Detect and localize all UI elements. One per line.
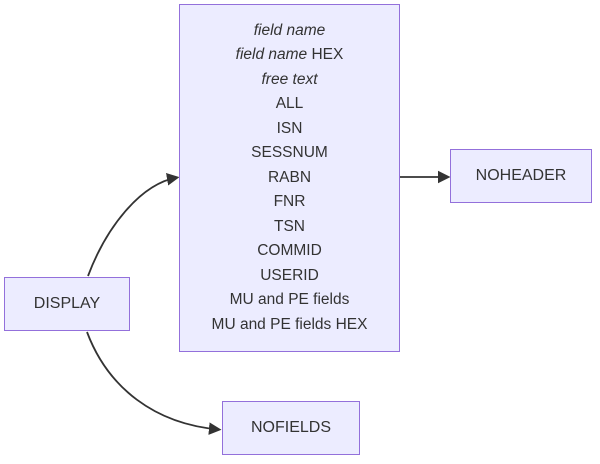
option-all: ALL — [275, 95, 304, 113]
option-mu-pe-fields-hex: MU and PE fields HEX — [211, 315, 368, 333]
option-field-name-hex: field name HEX — [235, 46, 344, 64]
node-nofields: NOFIELDS — [222, 401, 360, 455]
option-commid: COMMID — [257, 242, 322, 260]
option-isn: ISN — [276, 119, 303, 137]
option-free-text: free text — [261, 70, 318, 88]
option-sessnum: SESSNUM — [251, 144, 328, 162]
node-noheader-label: NOHEADER — [475, 167, 567, 184]
edge-display-to-options — [87, 173, 180, 277]
node-display: DISPLAY — [4, 277, 130, 331]
node-display-label: DISPLAY — [33, 295, 101, 312]
node-noheader: NOHEADER — [450, 149, 592, 203]
option-userid: USERID — [260, 266, 319, 284]
option-tsn: TSN — [274, 217, 305, 235]
node-nofields-label: NOFIELDS — [250, 419, 331, 436]
option-field-name: field name — [253, 21, 326, 39]
node-options-list: field name field name HEX free text ALL … — [179, 4, 400, 352]
option-mu-pe-fields: MU and PE fields — [229, 291, 350, 309]
option-rabn: RABN — [267, 168, 312, 186]
option-fnr: FNR — [273, 193, 306, 211]
